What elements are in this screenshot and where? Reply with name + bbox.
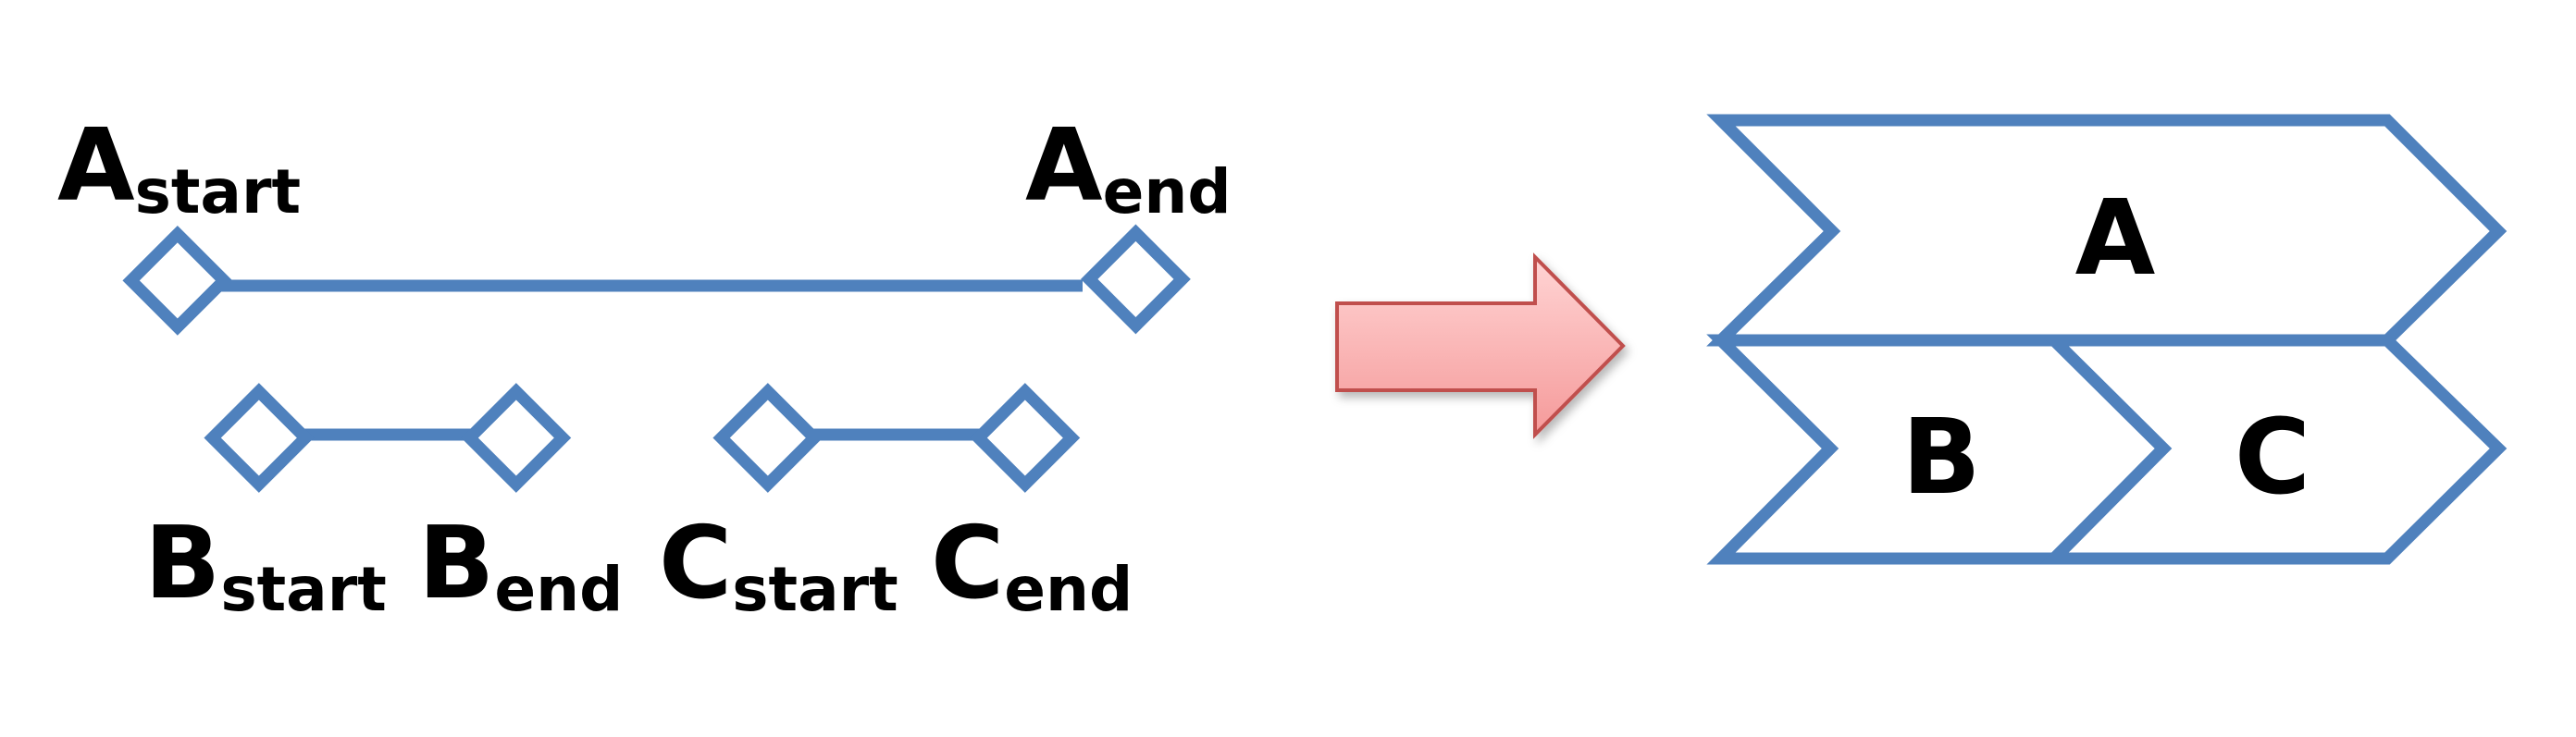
chevron-group: [1706, 114, 2508, 565]
interval-c-end-marker: [970, 383, 1081, 493]
interval-a: [122, 224, 1191, 336]
interval-b-start-marker: [204, 383, 315, 493]
label-b-end-letter: B: [418, 506, 494, 621]
chevron-a-label: A: [2075, 178, 2156, 299]
interval-c: [712, 383, 1081, 493]
label-b-start-sub: start: [220, 554, 386, 625]
label-b-end: Bend: [418, 506, 623, 625]
interval-a-start-marker: [122, 225, 233, 336]
label-c-end-letter: C: [931, 506, 1004, 621]
chevron-c: [2039, 334, 2508, 565]
interval-b-end-marker: [461, 383, 572, 493]
chevron-c-label: C: [2235, 398, 2310, 518]
label-c-start-letter: C: [659, 506, 732, 621]
label-a-start: Astart: [57, 108, 301, 227]
interval-b: [204, 383, 572, 493]
label-b-start: Bstart: [144, 506, 387, 625]
interval-a-end-marker: [1081, 224, 1191, 335]
interval-c-start-marker: [712, 383, 824, 493]
label-c-end-sub: end: [1004, 554, 1133, 625]
right-arrow-icon: [1335, 252, 1626, 439]
label-c-end: Cend: [931, 506, 1133, 625]
label-a-end-letter: A: [1025, 108, 1103, 224]
label-a-start-sub: start: [135, 156, 301, 227]
label-a-start-letter: A: [57, 108, 135, 224]
label-b-end-sub: end: [494, 554, 623, 625]
chevron-b-label: B: [1901, 398, 1980, 518]
label-c-start-sub: start: [732, 554, 898, 625]
label-a-end: Aend: [1025, 108, 1232, 227]
label-b-start-letter: B: [144, 506, 220, 621]
label-c-start: Cstart: [659, 506, 898, 625]
label-a-end-sub: end: [1103, 156, 1232, 227]
